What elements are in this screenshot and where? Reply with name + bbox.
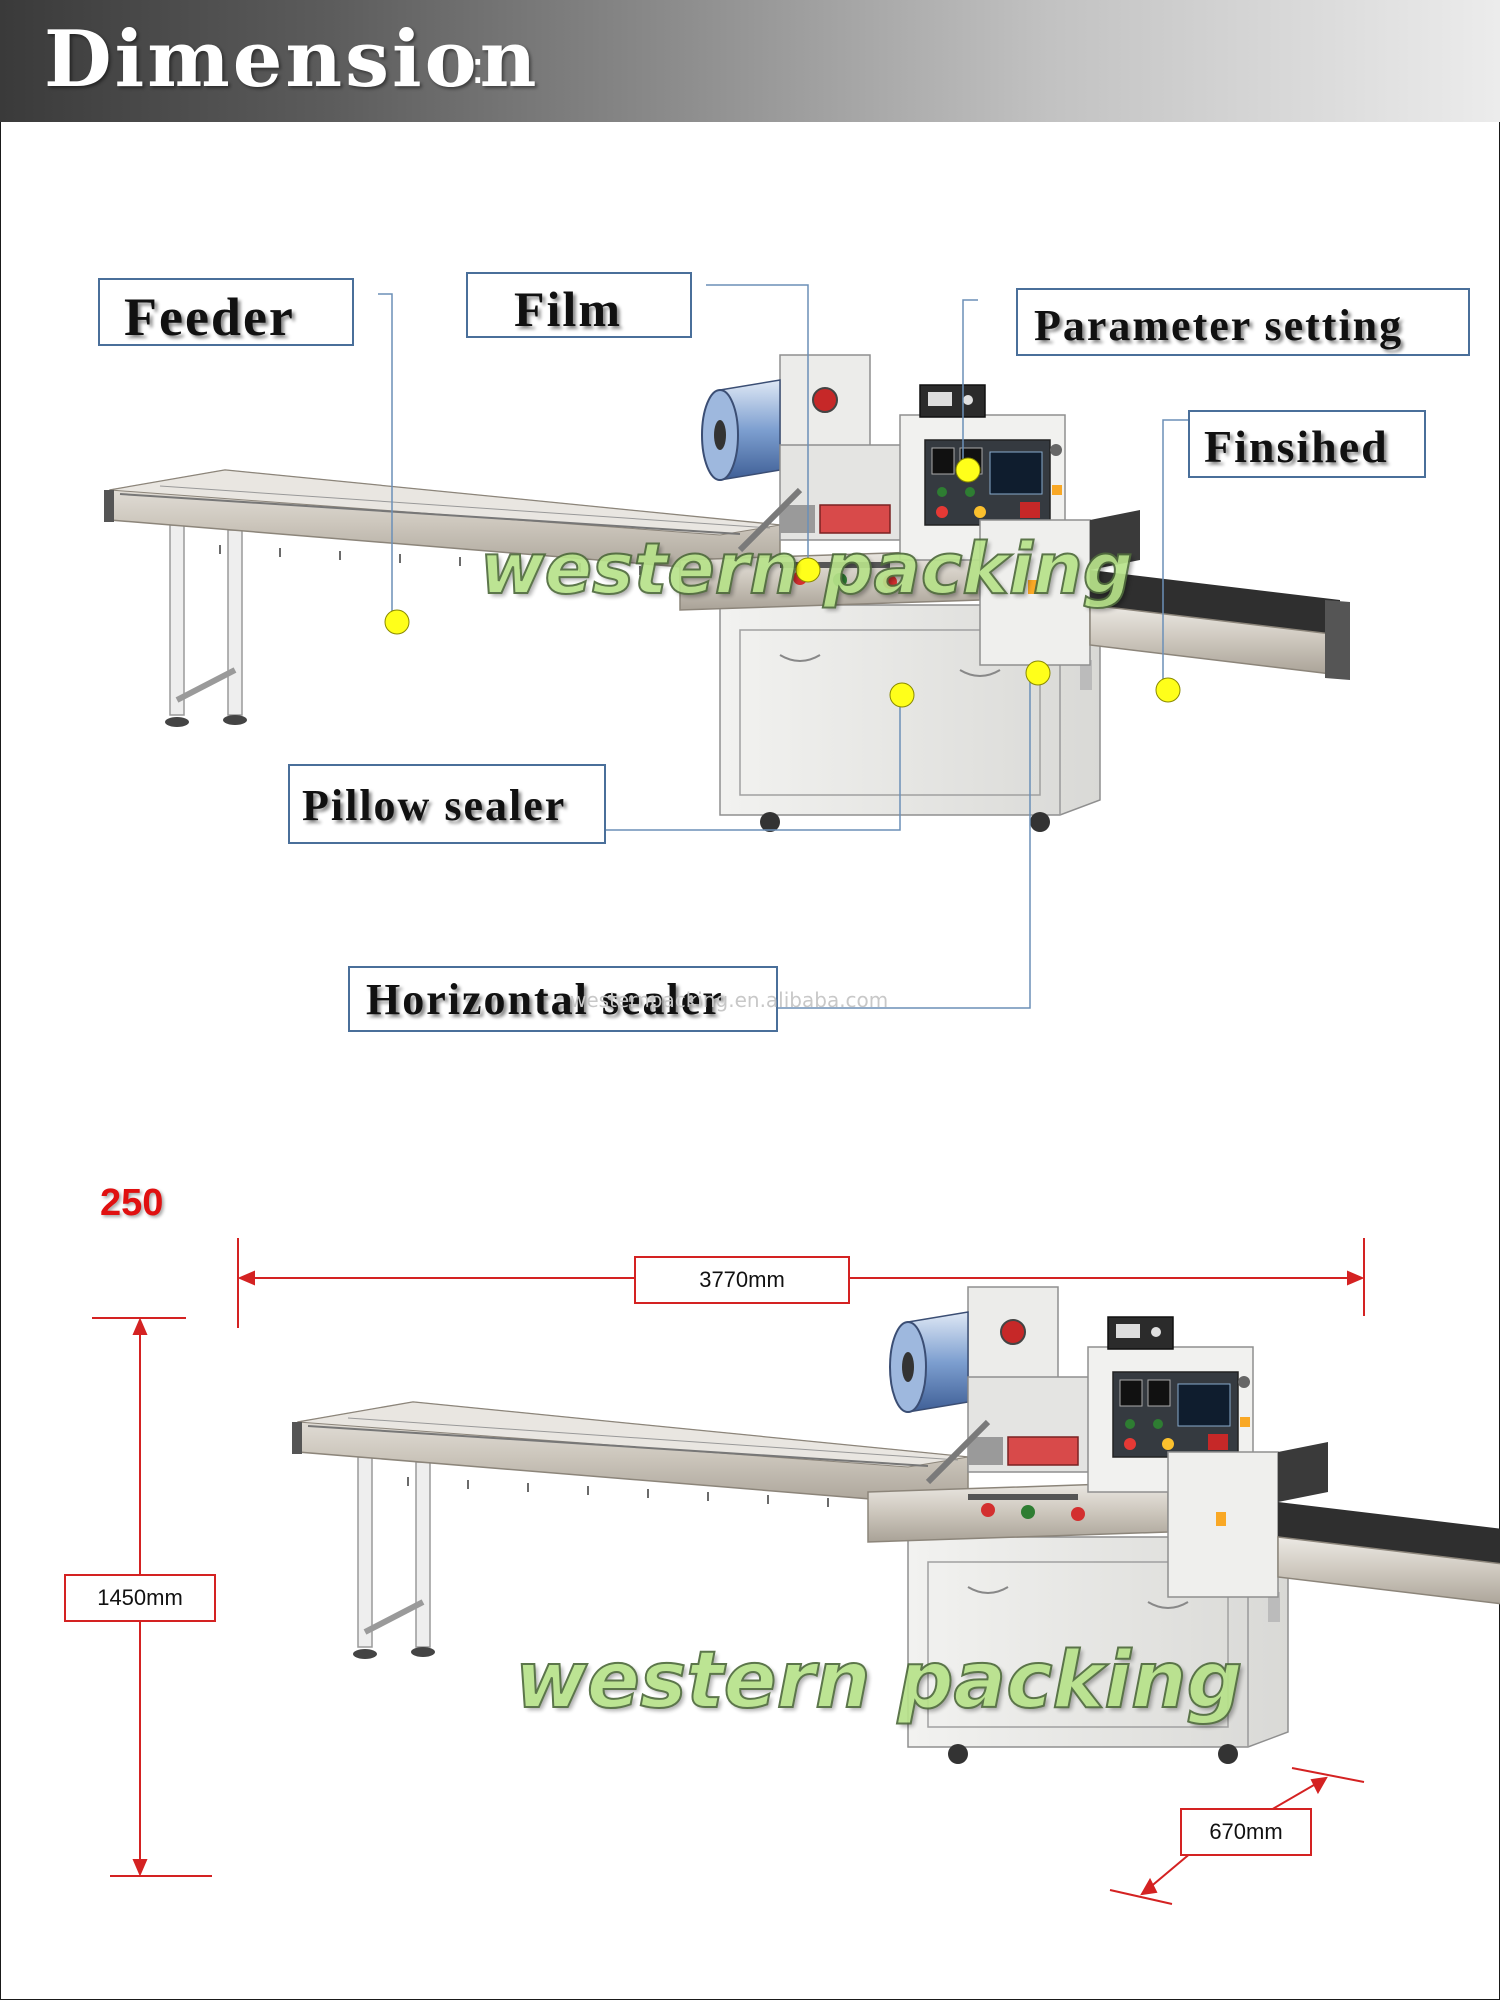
callout-feeder: Feeder [98, 278, 354, 346]
callout-horizontal-sealer: Horizontal sealer [348, 966, 778, 1032]
marker-parameter-setting [955, 457, 981, 483]
site-watermark: westernpacking.en.alibaba.com [570, 988, 889, 1012]
callout-markers [384, 457, 1181, 708]
callout-parameter-setting: Parameter setting [1016, 288, 1470, 356]
callout-pillow-sealer-label: Pillow sealer [302, 781, 567, 830]
marker-pillow-sealer [889, 682, 915, 708]
section-header: Dimension : [0, 0, 1500, 122]
callout-pillow-sealer: Pillow sealer [288, 764, 606, 844]
dimension-length-label: 3770mm [634, 1256, 850, 1304]
dimension-width-label: 670mm [1180, 1808, 1312, 1856]
marker-finished [1155, 677, 1181, 703]
marker-feeder [384, 609, 410, 635]
dimension-height-label: 1450mm [64, 1574, 216, 1622]
dimension-lines [92, 1238, 1365, 1905]
section-title: Dimension [44, 14, 540, 105]
section-title-colon: : [470, 40, 486, 94]
callout-finished: Finsihed [1188, 410, 1426, 478]
callout-horizontal-sealer-label: Horizontal sealer [366, 975, 724, 1024]
model-number: 250 [100, 1182, 164, 1224]
callout-film: Film [466, 272, 692, 338]
callout-feeder-label: Feeder [124, 287, 295, 347]
callout-finished-label: Finsihed [1204, 421, 1389, 472]
marker-film [795, 557, 821, 583]
leader-lines [378, 284, 1188, 1009]
callout-film-label: Film [514, 281, 622, 337]
callout-parameter-setting-label: Parameter setting [1034, 301, 1404, 350]
marker-horizontal-sealer [1025, 660, 1051, 686]
brand-watermark-bottom: western packing [514, 1635, 1243, 1727]
brand-watermark-top: western packing [479, 527, 1134, 611]
